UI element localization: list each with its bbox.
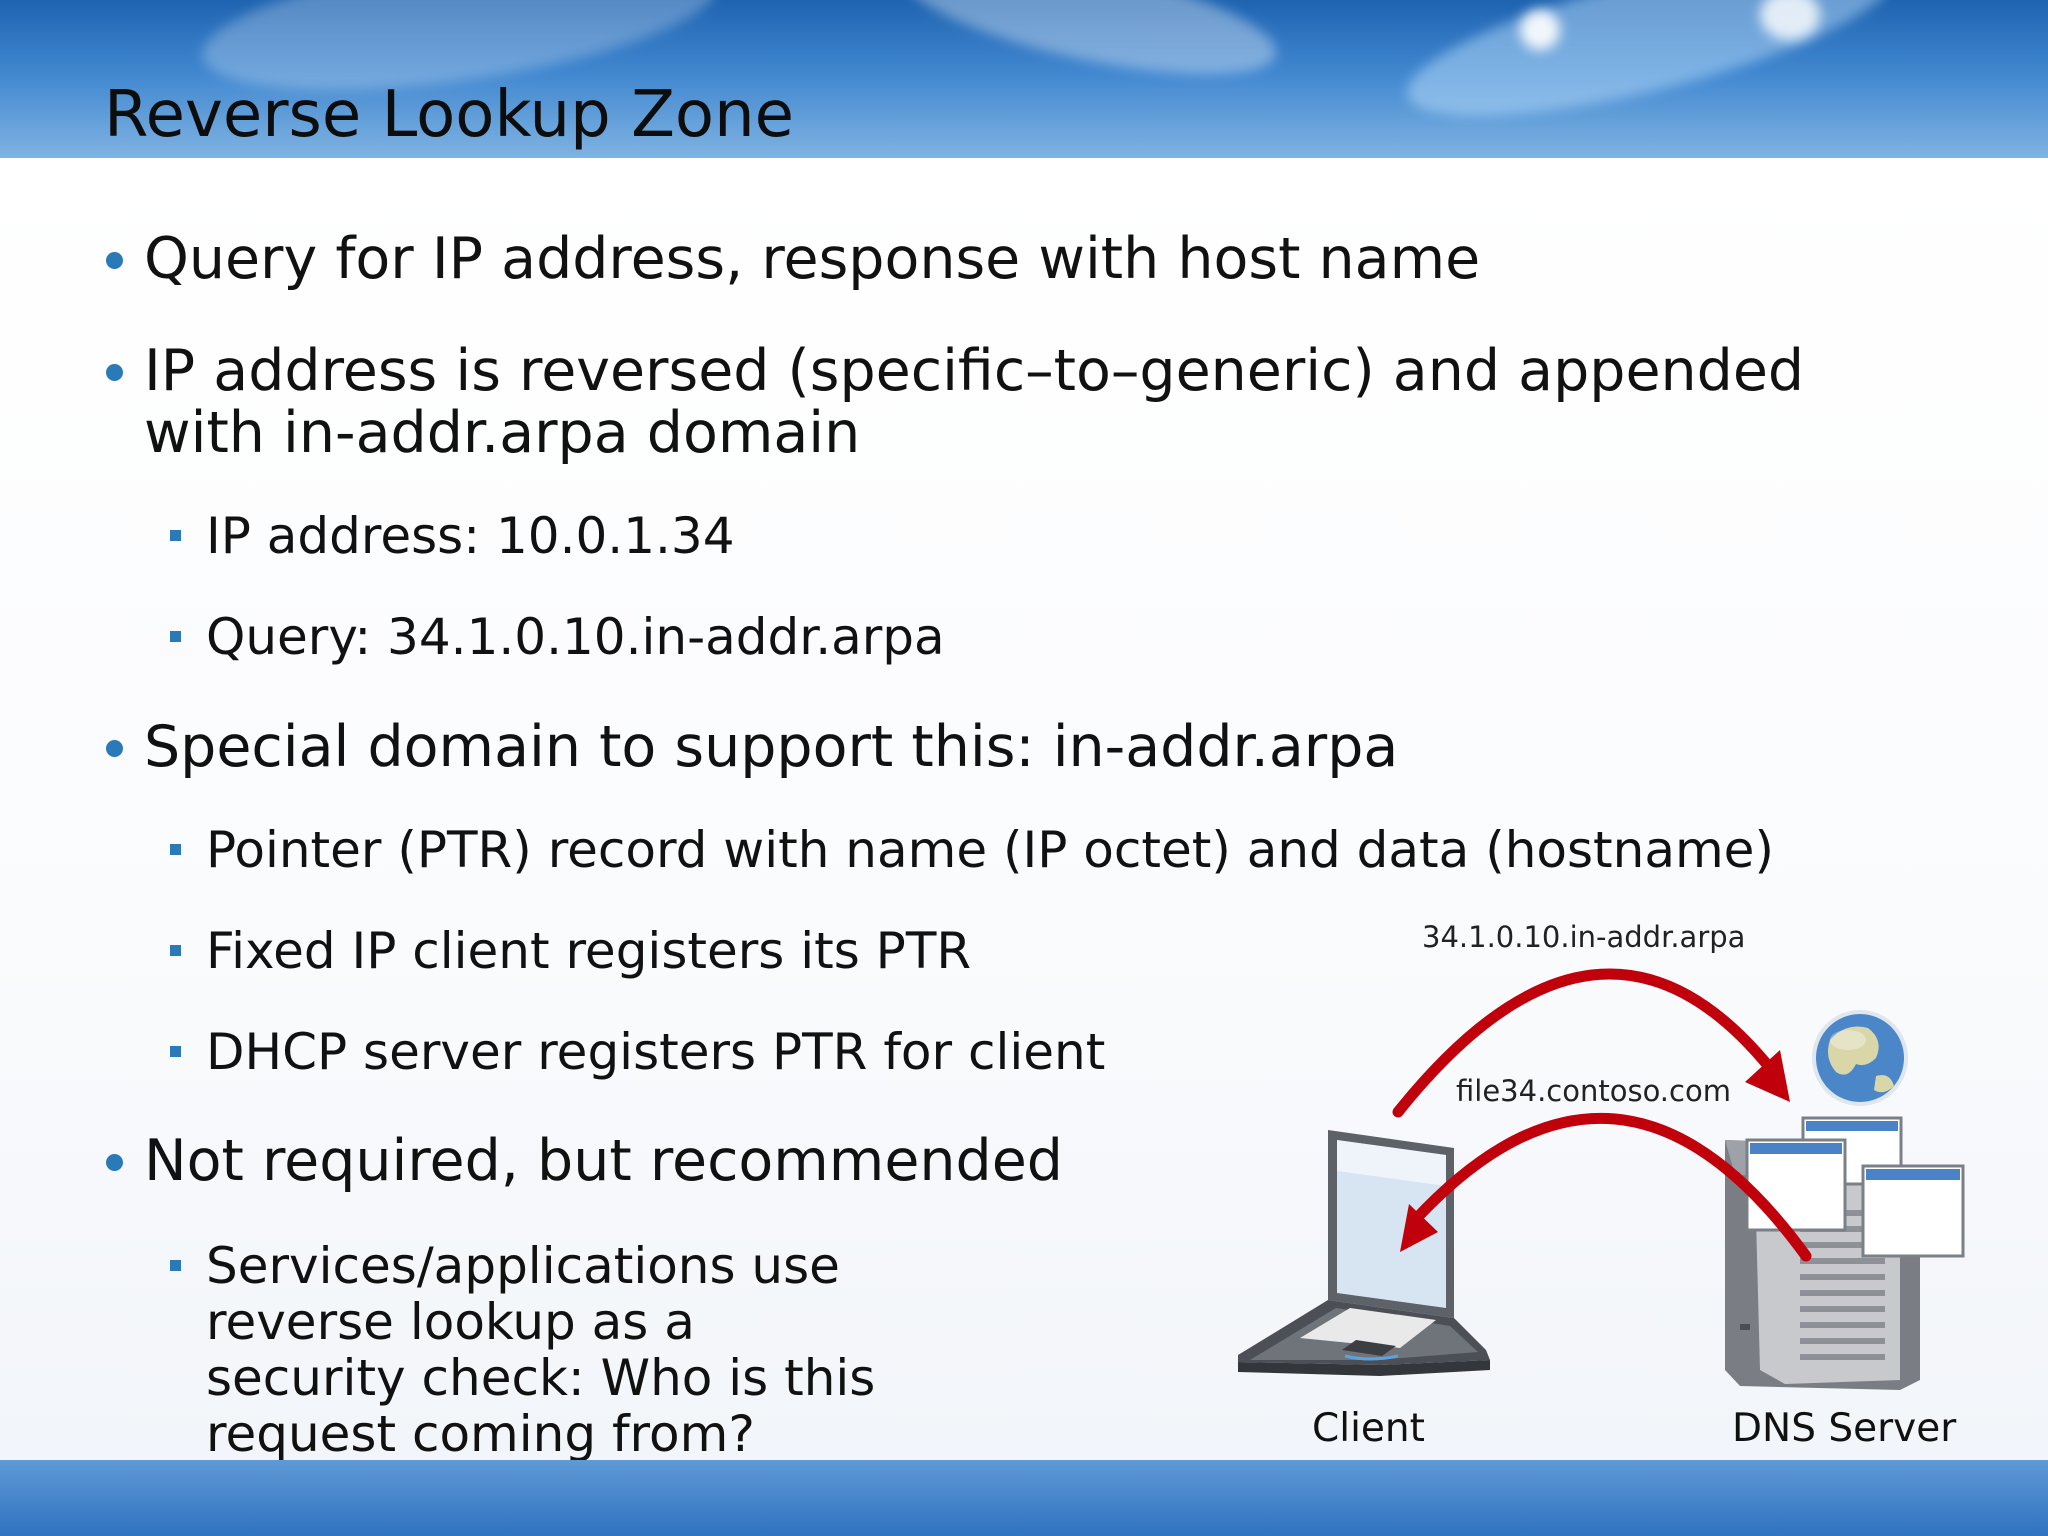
sub-bullet-text: Fixed IP client registers its PTR [206,922,972,980]
bullet-text-continued: with in-addr.arpa domain [144,400,861,466]
server-icon [1725,1116,1965,1390]
bullet-text: Query for IP address, response with host… [144,226,1481,292]
sub-bullet-text-continued: reverse lookup as a [206,1293,695,1351]
laptop-icon [1238,1130,1490,1376]
sub-bullet-text-continued: request coming from? [206,1405,755,1463]
response-label: file34.contoso.com [1456,1074,1731,1108]
slide-header: Reverse Lookup Zone [0,0,2048,158]
square-bullet-icon [170,530,181,541]
sub-bullet-text: DHCP server registers PTR for client [206,1023,1106,1081]
response-arrow [1400,1112,1812,1262]
query-arrow [1392,968,1790,1118]
bullet-text: Not required, but recommended [144,1128,1063,1194]
square-bullet-icon [170,1260,181,1271]
query-label: 34.1.0.10.in-addr.arpa [1422,920,1746,954]
sub-bullet-text: Pointer (PTR) record with name (IP octet… [206,821,1774,879]
sub-bullet-text: IP address: 10.0.1.34 [206,507,735,565]
bullet-dot-icon [106,740,123,757]
sub-bullet-text: Query: 34.1.0.10.in-addr.arpa [206,608,945,666]
bullet-text: IP address is reversed (specific–to–gene… [144,338,1805,404]
slide-body [0,158,2048,1460]
square-bullet-icon [170,631,181,642]
bullet-dot-icon [106,252,123,269]
square-bullet-icon [170,844,181,855]
bullet-dot-icon [106,1154,123,1171]
sub-bullet-text: Services/applications use [206,1237,840,1295]
square-bullet-icon [170,945,181,956]
square-bullet-icon [170,1046,181,1057]
reverse-lookup-diagram: 34.1.0.10.in-addr.arpa file34.contoso.co… [1200,890,2000,1460]
sub-bullet-text-continued: security check: Who is this [206,1349,876,1407]
server-label: DNS Server [1732,1406,1957,1451]
globe-icon [1812,1010,1908,1106]
slide-title: Reverse Lookup Zone [104,78,794,152]
bullet-text: Special domain to support this: in-addr.… [144,714,1399,780]
client-label: Client [1312,1406,1425,1451]
slide-footer [0,1460,2048,1536]
bullet-dot-icon [106,364,123,381]
